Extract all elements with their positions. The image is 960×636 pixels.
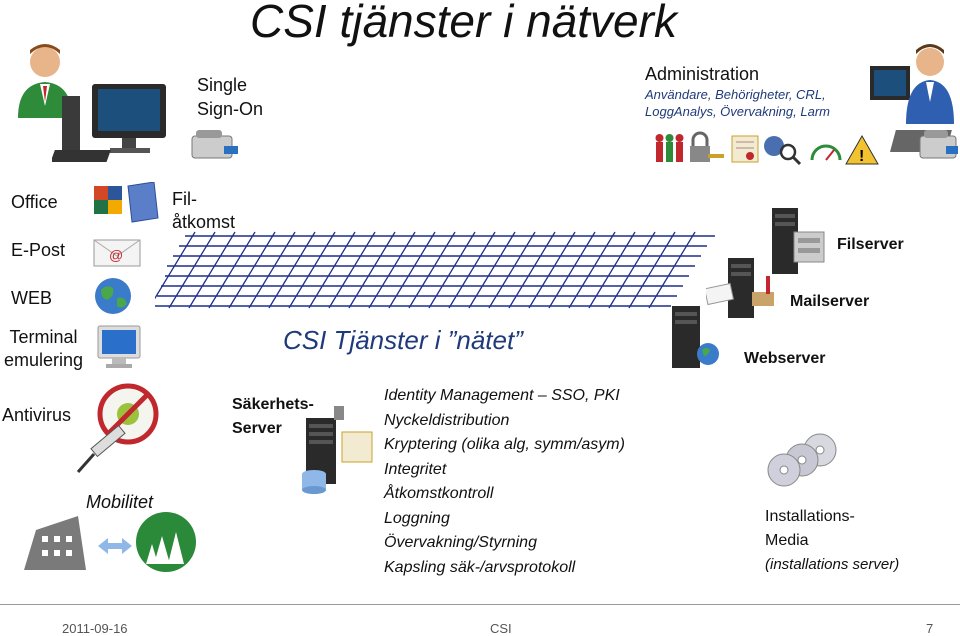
- footer-center: CSI: [490, 621, 512, 636]
- mesh-line: [328, 231, 376, 309]
- globe-icon: [95, 278, 131, 314]
- services-list: Identity Management – SSO, PKI Nyckeldis…: [384, 384, 625, 580]
- syringe-icon: [76, 424, 126, 473]
- user-icon: [18, 44, 72, 118]
- building-icon: [24, 516, 86, 570]
- mesh-line: [588, 231, 636, 309]
- footer-date: 2011-09-16: [62, 621, 128, 636]
- mesh-line: [648, 231, 696, 309]
- mesh-line: [368, 231, 416, 309]
- mesh-line: [528, 231, 576, 309]
- mesh-line: [155, 231, 196, 300]
- mesh-line: [488, 231, 536, 309]
- svg-text:@: @: [109, 247, 123, 263]
- no-virus-icon: [76, 383, 159, 473]
- service-item: Integritet: [384, 460, 447, 478]
- office-apps-icon: [94, 182, 159, 223]
- mobilitet-label: Mobilitet: [86, 492, 154, 512]
- desktop-computer-icon: [52, 84, 166, 162]
- service-item: Nyckeldistribution: [384, 411, 510, 429]
- mesh-line: [188, 231, 236, 309]
- antivirus-label: Antivirus: [2, 405, 72, 425]
- single-sign-on-label: Single Sign-On: [197, 75, 264, 119]
- installation-line3: (installations server): [765, 556, 900, 573]
- service-item: Loggning: [384, 509, 450, 527]
- admin-tools-icons: !: [655, 131, 879, 166]
- administration-heading: Administration: [645, 64, 760, 84]
- administration-details-1: Användare, Behörigheter, CRL,: [645, 87, 826, 102]
- mesh-line: [288, 231, 336, 309]
- terminal-label: Terminal emulering: [4, 327, 84, 370]
- svg-text:!: !: [859, 148, 864, 165]
- phone-icon: [191, 130, 238, 159]
- administration-details-2: LoggAnalys, Övervakning, Larm: [645, 104, 830, 119]
- users-icon: [655, 134, 684, 162]
- cd-disc-icon: [767, 433, 837, 487]
- mesh-line: [468, 231, 516, 309]
- double-arrow-icon: [98, 538, 132, 554]
- mesh-line: [248, 231, 296, 309]
- folder-icon: [127, 182, 159, 223]
- mesh-line: [508, 231, 556, 309]
- office-label: Office: [11, 192, 58, 212]
- filatkomst-label: Fil- åtkomst: [172, 189, 236, 232]
- service-item: Identity Management – SSO, PKI: [384, 387, 620, 404]
- mesh-line: [548, 231, 596, 309]
- installation-line2: Media: [765, 532, 809, 549]
- service-item: Övervakning/Styrning: [384, 534, 537, 551]
- footer-page-number: 7: [926, 621, 934, 636]
- lock-key-icon: [690, 131, 724, 162]
- mesh-line: [408, 231, 456, 309]
- mesh-line: [168, 231, 216, 309]
- webserver-label: Webserver: [744, 350, 826, 367]
- slide-title: CSI tjänster i nätverk: [250, 0, 677, 47]
- web-server-icon: [672, 306, 719, 368]
- footer-divider: [0, 604, 960, 605]
- service-item: Kryptering (olika alg, symm/asym): [384, 436, 625, 453]
- file-server-icon: [772, 208, 825, 274]
- warning-icon: !: [845, 134, 879, 165]
- email-envelope-icon: @: [93, 239, 141, 267]
- gauge-icon: [810, 144, 842, 161]
- security-server-label: Säkerhets- Server: [232, 396, 314, 437]
- mesh-line: [268, 231, 316, 309]
- service-item: Åtkomstkontroll: [384, 485, 494, 502]
- service-item: Kapsling säk-/arvsprotokoll: [384, 558, 576, 576]
- mesh-line: [428, 231, 476, 309]
- phone-icon: [919, 130, 958, 159]
- epost-label: E-Post: [11, 240, 66, 260]
- mesh-line: [628, 231, 676, 309]
- network-mesh: [155, 231, 715, 309]
- mesh-line: [568, 231, 616, 309]
- network-search-icon: [764, 136, 802, 166]
- mesh-line: [348, 231, 396, 309]
- installation-line1: Installations-: [765, 508, 855, 525]
- monitor-icon: [97, 325, 141, 368]
- mobility-icons: [24, 512, 196, 572]
- certificate-icon: [341, 431, 373, 463]
- network-services-label: CSI Tjänster i ”nätet”: [283, 325, 523, 355]
- mesh-line: [308, 231, 356, 309]
- mesh-line: [388, 231, 436, 309]
- mesh-line: [448, 231, 496, 309]
- security-server-icon: [302, 406, 373, 494]
- certificate-icon: [731, 135, 759, 163]
- mesh-line: [208, 231, 256, 309]
- trees-icon: [136, 512, 196, 572]
- mesh-line: [608, 231, 656, 309]
- mesh-line: [228, 231, 276, 309]
- mail-server-icon: [706, 258, 774, 318]
- web-label: WEB: [11, 288, 53, 308]
- mailserver-label: Mailserver: [790, 293, 870, 310]
- filserver-label: Filserver: [837, 236, 904, 253]
